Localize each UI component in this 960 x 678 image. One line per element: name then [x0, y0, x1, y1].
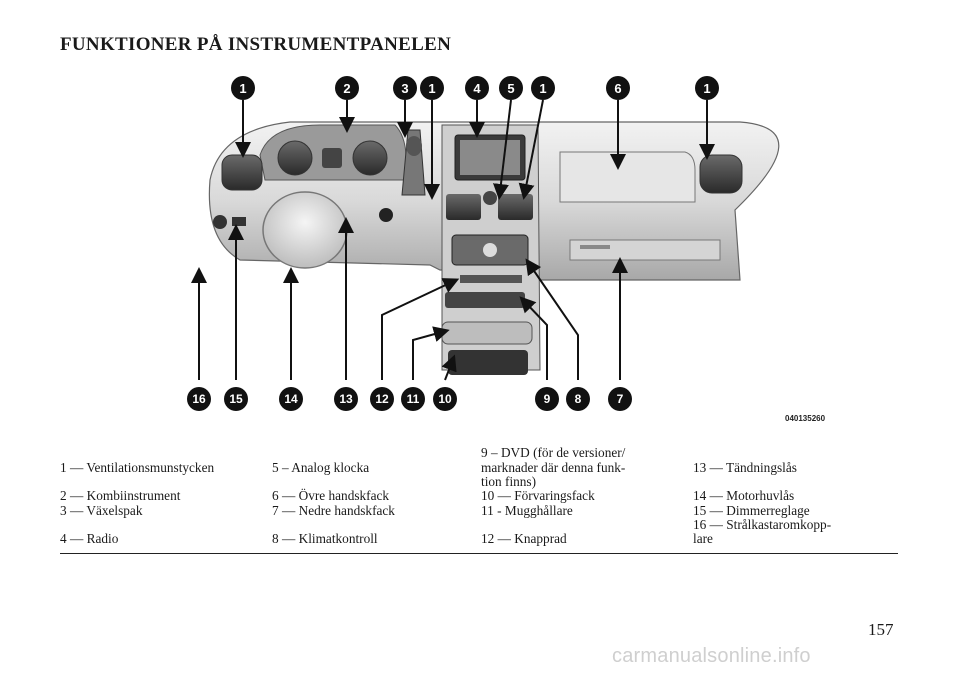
callout-label: 10: [438, 392, 452, 406]
callout-9: 9: [535, 387, 559, 411]
callout-16: 16: [187, 387, 211, 411]
callout-label: 12: [375, 392, 389, 406]
legend-item: 10 — Förvaringsfack: [481, 488, 595, 503]
callout-14: 14: [279, 387, 303, 411]
callout-label: 1: [703, 81, 710, 96]
callout-1b: 1: [420, 76, 444, 100]
callout-label: 6: [614, 81, 621, 96]
page-number: 157: [868, 620, 894, 639]
callout-label: 16: [192, 392, 206, 406]
image-code: 040135260: [785, 414, 826, 423]
callout-label: 1: [239, 81, 246, 96]
callout-label: 3: [401, 81, 408, 96]
callout-15: 15: [224, 387, 248, 411]
legend-divider: [60, 553, 898, 554]
legend-item: 13 — Tändningslås: [693, 460, 797, 475]
legend-item: lare: [693, 531, 713, 546]
callout-label: 13: [339, 392, 353, 406]
callout-5: 5: [499, 76, 523, 100]
legend-item: 9 – DVD (för de versioner/: [481, 445, 626, 460]
callout-label: 2: [343, 81, 350, 96]
callout-4: 4: [465, 76, 489, 100]
legend-item: 12 — Knapprad: [481, 531, 567, 546]
legend-item: 8 — Klimatkontroll: [272, 531, 378, 546]
callout-12: 12: [370, 387, 394, 411]
callout-label: 15: [229, 392, 243, 406]
legend-item: 1 — Ventilationsmunstycken: [60, 460, 215, 475]
callout-10: 10: [433, 387, 457, 411]
callout-label: 1: [539, 81, 546, 96]
legend-item: marknader där denna funk-: [481, 460, 626, 475]
legend-item: 4 — Radio: [60, 531, 119, 546]
callout-1a: 1: [231, 76, 255, 100]
callout-13: 13: [334, 387, 358, 411]
callout-label: 11: [407, 392, 420, 406]
dashboard-illustration: 1 2 3 1 4 5 1: [180, 70, 860, 430]
legend-item: 11 - Mugghållare: [481, 503, 573, 518]
callout-label: 1: [428, 81, 435, 96]
callout-2: 2: [335, 76, 359, 100]
callout-label: 9: [544, 392, 551, 406]
callout-label: 4: [473, 81, 481, 96]
callout-label: 14: [284, 392, 298, 406]
callout-label: 5: [507, 81, 514, 96]
legend-item: tion finns): [481, 474, 537, 489]
legend-item: 5 – Analog klocka: [272, 460, 370, 475]
callout-6: 6: [606, 76, 630, 100]
legend-item: 2 — Kombiinstrument: [60, 488, 181, 503]
callout-11: 11: [401, 387, 425, 411]
callout-3: 3: [393, 76, 417, 100]
legend-item: 6 — Övre handskfack: [272, 488, 390, 503]
callout-7: 7: [608, 387, 632, 411]
watermark: carmanualsonline.info: [612, 645, 811, 667]
legend-item: 16 — Strålkastaromkopp-: [693, 517, 832, 532]
legend-item: 14 — Motorhuvlås: [693, 488, 795, 503]
callout-8: 8: [566, 387, 590, 411]
callout-1c: 1: [531, 76, 555, 100]
legend-item: 15 — Dimmerreglage: [693, 503, 810, 518]
page-title: FUNKTIONER PÅ INSTRUMENTPANELEN: [60, 34, 452, 55]
callout-label: 7: [617, 392, 624, 406]
legend: 1 — Ventilationsmunstycken 2 — Kombiinst…: [60, 445, 898, 554]
callout-1d: 1: [695, 76, 719, 100]
legend-item: 7 — Nedre handskfack: [272, 503, 395, 518]
callout-label: 8: [575, 392, 582, 406]
legend-item: 3 — Växelspak: [60, 503, 143, 518]
